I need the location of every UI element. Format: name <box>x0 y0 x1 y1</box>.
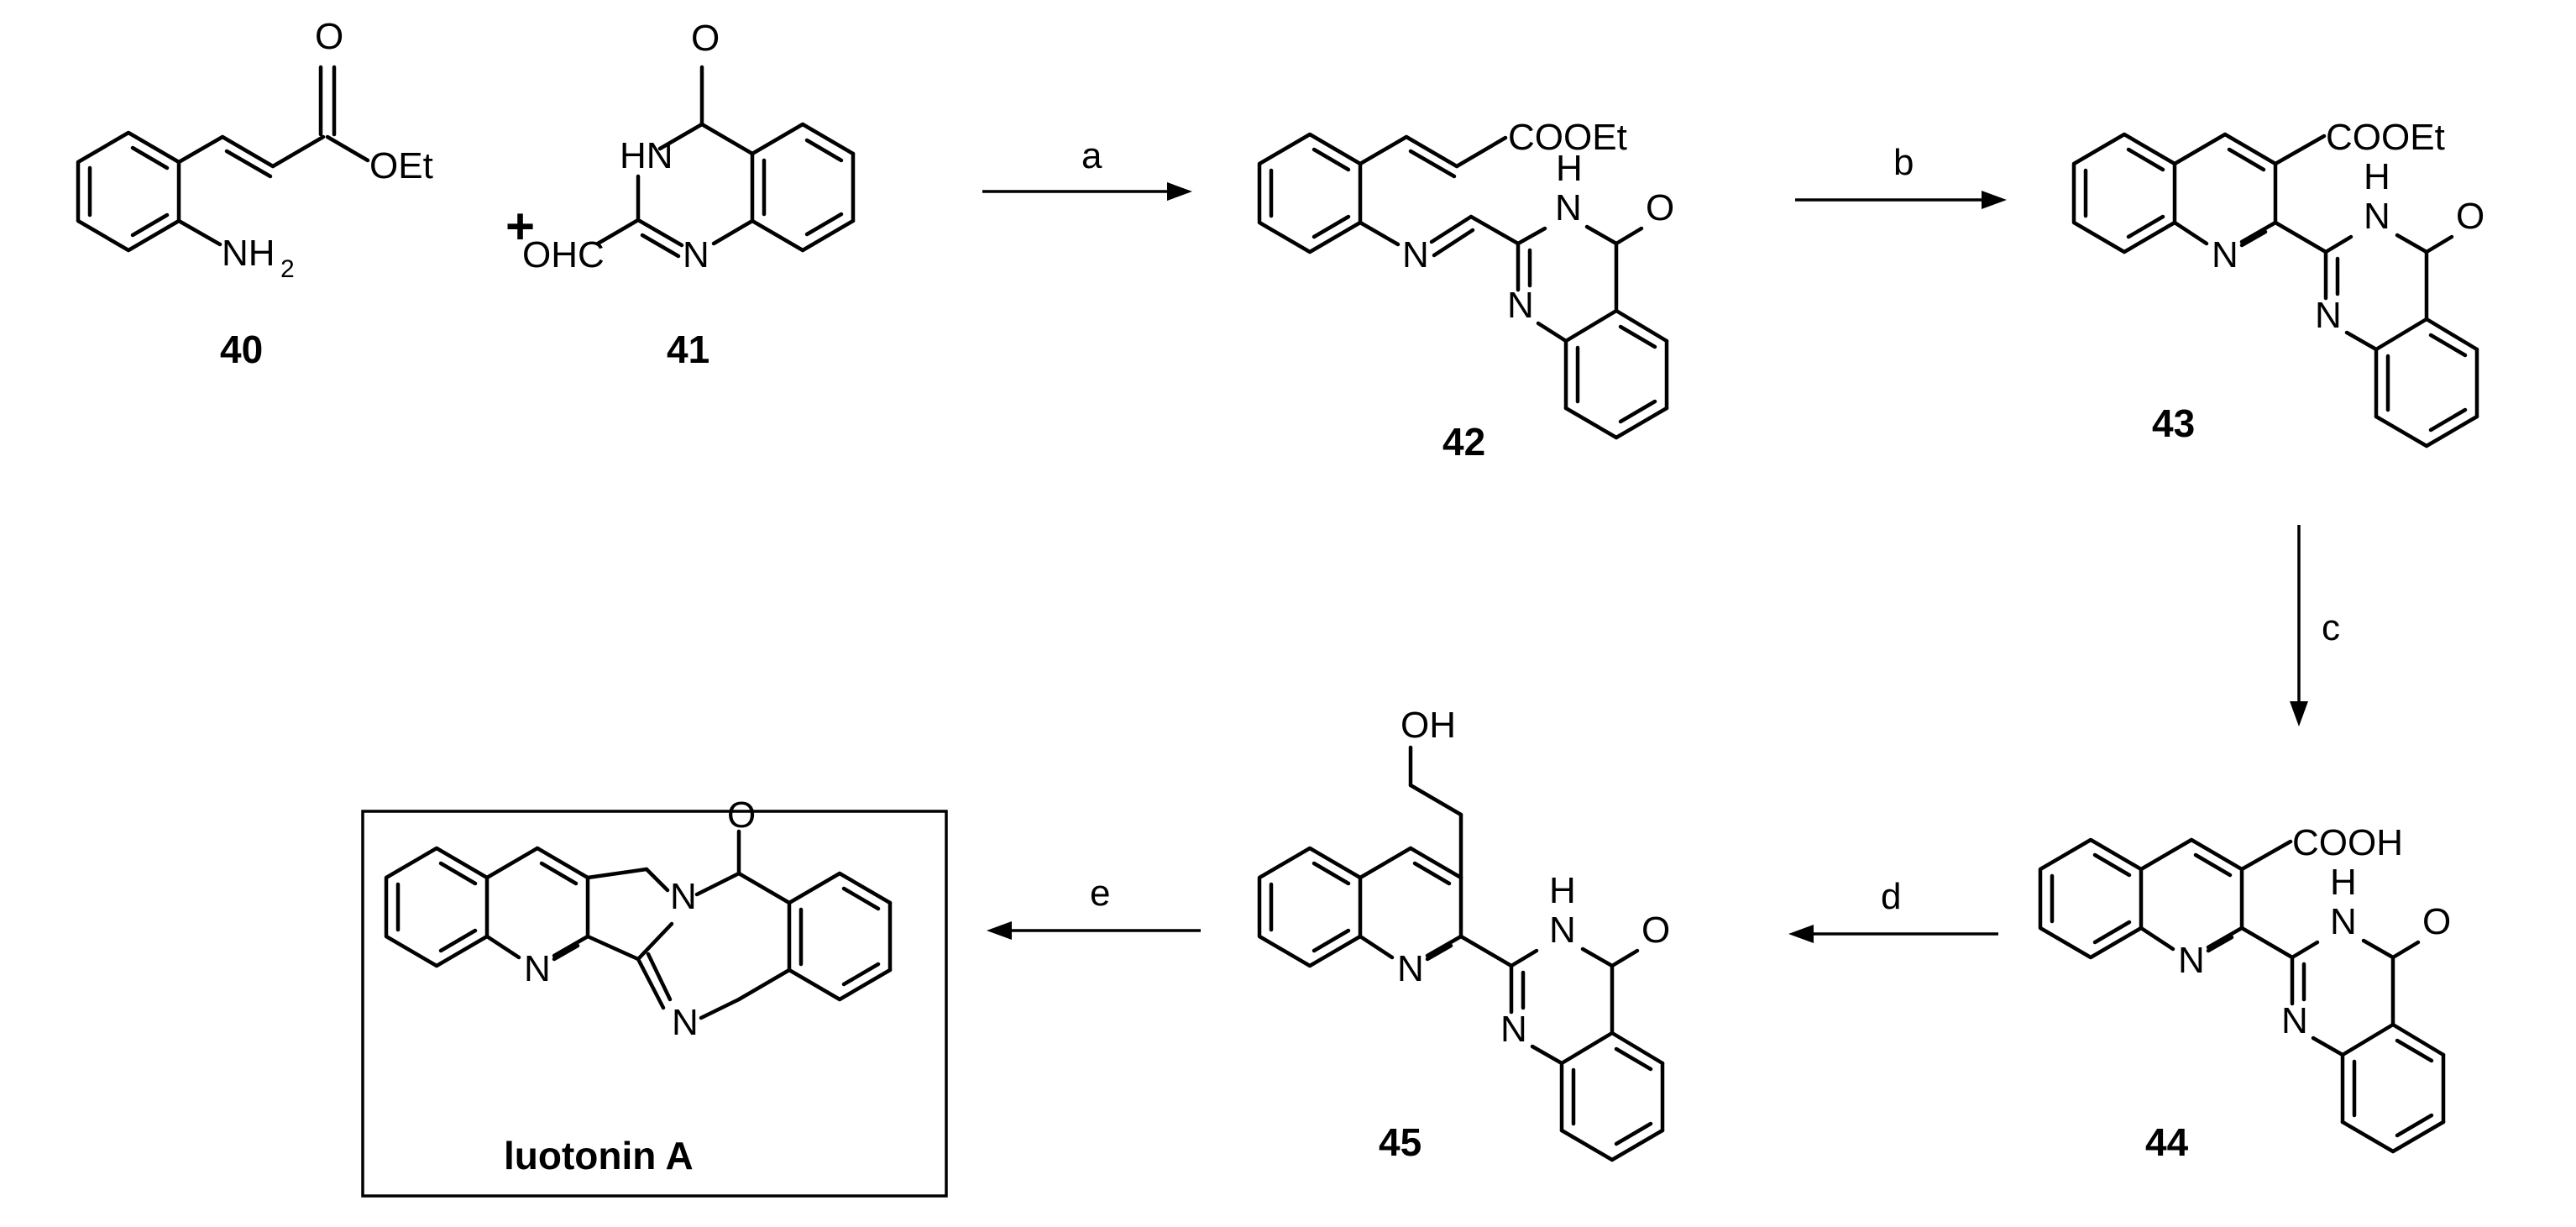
atom-label: O <box>2456 196 2484 237</box>
compound-40: O OEt NH 2 40 <box>76 16 433 371</box>
atom-label: COOH <box>2292 822 2403 863</box>
step-label-d: d <box>1881 876 1901 917</box>
atom-label: N <box>2178 940 2205 981</box>
compound-label-44: 44 <box>2145 1120 2189 1164</box>
compound-label-42: 42 <box>1442 420 1485 464</box>
atom-label: N <box>524 948 551 989</box>
compound-label-41: 41 <box>667 328 709 371</box>
atom-label: COOEt <box>2326 117 2445 158</box>
atom-label: N <box>2364 196 2390 237</box>
atom-label: NH <box>222 233 275 274</box>
step-label-c: c <box>2322 607 2340 648</box>
atom-label: N <box>2212 234 2238 275</box>
arrow-step-d: d <box>1788 876 1998 943</box>
atom-label: N <box>1549 910 1576 951</box>
atom-label: H <box>2330 862 2357 903</box>
atom-label: O <box>727 794 756 836</box>
atom-label: O <box>1646 187 1674 228</box>
atom-label: N <box>1555 187 1582 228</box>
arrow-step-a: a <box>982 135 1192 201</box>
compound-44: COOH N H N O N 44 <box>2038 822 2451 1164</box>
compound-45: OH N H N O N 45 <box>1257 705 1670 1164</box>
atom-label: H <box>1556 148 1583 189</box>
compound-41: O HN N OHC 41 <box>522 18 856 371</box>
plus-sign: + <box>505 198 535 254</box>
compound-label-45: 45 <box>1379 1120 1422 1164</box>
atom-label: N <box>2330 901 2357 942</box>
atom-label: O <box>2422 901 2451 942</box>
atom-label: COOEt <box>1508 117 1627 158</box>
atom-label: H <box>1549 870 1576 911</box>
arrow-step-e: e <box>987 873 1201 940</box>
atom-label: H <box>2364 156 2390 197</box>
atom-subscript: 2 <box>280 255 295 283</box>
arrow-step-c: c <box>2290 525 2340 726</box>
atom-label: OHC <box>522 234 605 275</box>
atom-label: OEt <box>369 145 433 186</box>
step-label-a: a <box>1081 135 1102 176</box>
atom-label: N <box>1397 948 1424 989</box>
compound-label-luotonin-a: luotonin A <box>504 1134 694 1177</box>
atom-label: N <box>670 876 697 917</box>
atom-label: N <box>1507 285 1534 326</box>
atom-label: HN <box>620 135 673 176</box>
compound-42: COOEt N H N O N 42 <box>1257 117 1674 464</box>
atom-label: N <box>2281 1000 2308 1041</box>
atom-label: N <box>683 234 709 275</box>
atom-label: N <box>1402 234 1429 275</box>
arrow-step-b: b <box>1795 142 2007 209</box>
atom-label: N <box>2315 295 2342 336</box>
compound-label-40: 40 <box>220 328 263 371</box>
atom-label: O <box>691 18 720 59</box>
atom-label: N <box>1500 1009 1527 1050</box>
atom-label: OH <box>1401 705 1456 746</box>
step-label-e: e <box>1090 873 1110 914</box>
compound-43: COOEt N H N O N 43 <box>2071 117 2484 448</box>
atom-label: O <box>315 16 343 57</box>
step-label-b: b <box>1893 142 1914 183</box>
atom-label: O <box>1641 910 1670 951</box>
luotonin-a-box: O N N N luotonin A <box>361 794 948 1198</box>
compound-label-43: 43 <box>2152 401 2195 445</box>
atom-label: N <box>672 1002 699 1043</box>
